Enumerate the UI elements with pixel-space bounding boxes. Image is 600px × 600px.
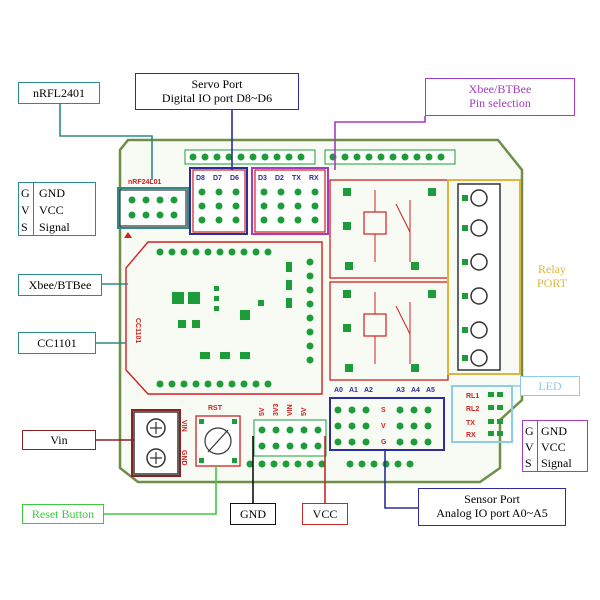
reset-button-pcb: RST <box>195 405 241 467</box>
top-header-row <box>184 149 456 165</box>
digital-label-0: D8 <box>196 175 205 182</box>
legend-left: G V S GND VCC Signal <box>18 182 96 236</box>
legend-right: G V S GND VCC Signal <box>522 420 588 472</box>
serial-header: D3 D2 TX RX <box>254 169 326 233</box>
legend-left-label-signal: Signal <box>39 220 70 234</box>
analog-label-3: A3 <box>396 387 405 394</box>
analog-label-0: A0 <box>334 387 343 394</box>
legend-left-label-vcc: VCC <box>39 203 64 217</box>
power-pin-1: 3V3 <box>273 403 280 416</box>
xbee-sel-callout: Xbee/BTBee Pin selection <box>425 78 575 116</box>
power-pin-3: 5V <box>301 407 308 416</box>
analog-label-5: A5 <box>426 387 435 394</box>
vin-callout: Vin <box>22 430 96 450</box>
servo-callout-line1: Servo Port <box>191 77 243 91</box>
legend-left-letter-g: G <box>21 186 30 200</box>
legend-right-label-signal: Signal <box>541 456 572 470</box>
legend-left-letter-s: S <box>21 220 28 234</box>
relay-terminals <box>457 183 501 371</box>
sensor-callout: Sensor Port Analog IO port A0~A5 <box>418 488 566 526</box>
serial-label-3: RX <box>309 175 319 182</box>
analog-label-2: A2 <box>364 387 373 394</box>
reset-callout: Reset Button <box>22 504 104 524</box>
cc1101-pcb-label: CC1101 <box>134 318 141 343</box>
rst-pcb-label: RST <box>208 405 223 412</box>
analog-label-4: A4 <box>411 387 420 394</box>
nrf-highlight <box>117 187 189 229</box>
xbee-sel-callout-line2: Pin selection <box>469 96 531 110</box>
sensor-callout-line2: Analog IO port A0~A5 <box>436 506 548 520</box>
relay-highlight <box>447 179 521 375</box>
xbee-sel-highlight <box>251 167 329 235</box>
cc1101-callout-text: CC1101 <box>37 336 77 350</box>
relay-callout-line1: Relay <box>538 262 566 276</box>
vcc-callout: VCC <box>302 503 348 525</box>
power-pin-2: VIN <box>287 404 294 416</box>
power-pin-0: 5V <box>259 407 266 416</box>
analog-label-1: A1 <box>349 387 358 394</box>
xbee-module: CC1101 <box>125 241 323 395</box>
xbee-sel-leader-line <box>334 116 426 170</box>
relay-callout-line2: PORT <box>537 276 567 290</box>
vcc-callout-text: VCC <box>312 507 338 521</box>
servo-callout: Servo Port Digital IO port D8~D6 <box>135 73 299 110</box>
legend-right-letter-s: S <box>525 456 532 470</box>
sensor-callout-line1: Sensor Port <box>464 492 520 506</box>
nrf24l01-module: nRF24L01 <box>119 179 187 238</box>
sensor-leader-line <box>384 450 418 509</box>
servo-highlight <box>189 167 248 235</box>
nrf-callout-text: nRFL2401 <box>32 86 85 100</box>
svg-label-g: G <box>381 439 387 446</box>
analog-header: A0 A1 A2 A3 A4 A5 S V G <box>334 387 435 446</box>
led-callout: LED <box>520 376 580 396</box>
vin-pin-label: VIN <box>180 420 187 432</box>
svg-label-s: S <box>381 407 386 414</box>
led-highlight <box>451 385 513 443</box>
legend-left-letter-v: V <box>21 203 30 217</box>
power-header: 5V 3V3 VIN 5V <box>253 403 327 457</box>
xbee-sel-callout-line1: Xbee/BTBee <box>468 82 532 96</box>
nrf-callout: nRFL2401 <box>18 82 100 104</box>
led-label-0: RL1 <box>466 393 479 400</box>
nrf-leader-line <box>59 104 153 180</box>
vin-highlight <box>131 409 181 477</box>
led-callout-text: LED <box>538 379 562 393</box>
serial-label-2: TX <box>292 175 301 182</box>
legend-left-label-gnd: GND <box>39 186 65 200</box>
digital-label-1: D7 <box>213 175 222 182</box>
led-label-1: RL2 <box>466 406 479 413</box>
vin-callout-text: Vin <box>50 433 68 447</box>
legend-right-letter-g: G <box>525 424 534 438</box>
led-label-3: RX <box>466 432 476 439</box>
serial-label-1: D2 <box>275 175 284 182</box>
digital-header: D8 D7 D6 <box>192 169 246 233</box>
serial-label-0: D3 <box>258 175 267 182</box>
gnd-pin-label: GND <box>180 450 187 466</box>
reset-leader-line <box>104 466 217 515</box>
vin-terminal: VIN GND <box>133 411 187 475</box>
led-label-2: TX <box>466 420 475 427</box>
cc1101-callout: CC1101 <box>18 332 96 354</box>
bottom-header-row <box>246 460 414 468</box>
led-block: RL1 RL2 TX RX <box>466 392 503 439</box>
reset-callout-text: Reset Button <box>31 507 95 521</box>
legend-right-letter-v: V <box>525 440 534 454</box>
legend-right-label-vcc: VCC <box>541 440 566 454</box>
legend-right-label-gnd: GND <box>541 424 567 438</box>
nrf-pcb-label: nRF24L01 <box>128 179 162 186</box>
digital-label-2: D6 <box>230 175 239 182</box>
xbee-callout-text: Xbee/BTBee <box>28 278 92 292</box>
servo-callout-line2: Digital IO port D8~D6 <box>161 91 273 105</box>
sensor-highlight <box>329 397 445 451</box>
xbee-callout: Xbee/BTBee <box>18 274 102 296</box>
svg-label-v: V <box>381 423 386 430</box>
relay-callout: Relay PORT <box>524 262 580 298</box>
gnd-callout: GND <box>230 503 276 525</box>
gnd-callout-text: GND <box>240 507 266 521</box>
